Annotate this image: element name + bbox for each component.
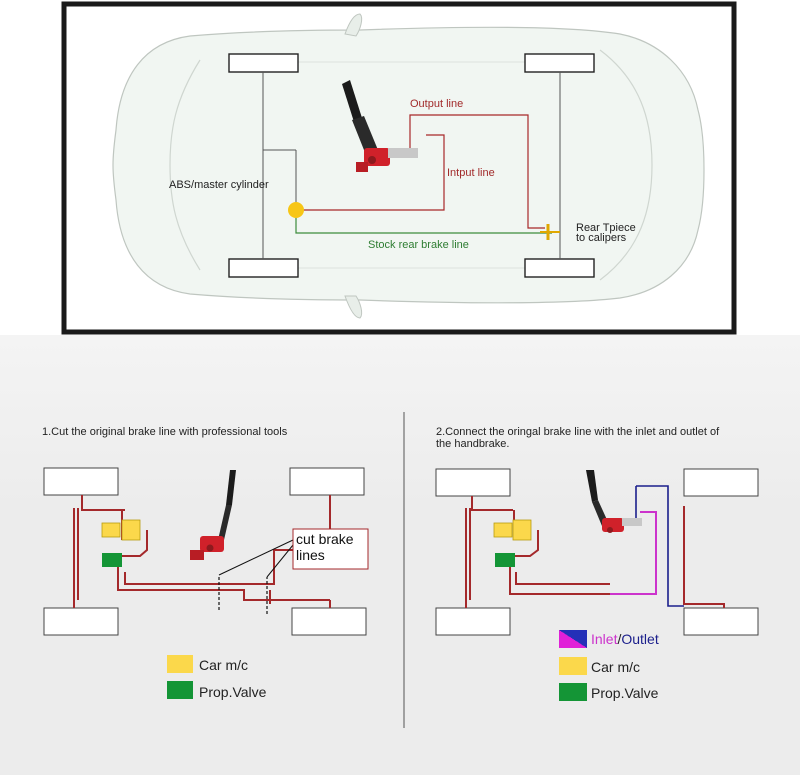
legend2-slash: / [617,631,621,647]
step1-wheel-front-left [43,467,119,496]
legend1-car-mc-label: Car m/c [199,657,248,673]
legend2-inlet-outlet-swatch [559,630,587,648]
car-mirror-top [344,13,363,37]
cut-label-line1: cut brake [296,531,354,547]
step1-prop-valve-box [102,553,122,567]
step1-wheel-front-right [289,467,365,496]
label-output-line: Output line [410,98,463,110]
legend1-prop-valve-label: Prop.Valve [199,684,267,700]
handbrake-top [342,80,418,172]
label-to-calipers: to calipers [576,232,627,244]
step2-car-mc-box-2 [512,519,532,541]
master-cylinder-dot [288,202,304,218]
step2-panel: 2.Connect the oringal brake line with th… [435,426,759,701]
legend2-car-mc-swatch [559,657,587,675]
label-stock-rear-brake-line: Stock rear brake line [368,239,469,251]
label-abs-master-cylinder: ABS/master cylinder [169,179,269,191]
legend2-outlet-text: Outlet [621,631,658,647]
step2-outlet-line [636,485,684,607]
step2-brake-lines [465,496,725,608]
step1-handbrake [190,470,236,560]
wheel-front-right [228,258,299,278]
step1-car-mc-box-2 [121,519,141,541]
legend2-prop-valve-label: Prop.Valve [591,685,659,701]
step2-car-mc-box [493,522,513,538]
cut-pointer-1 [218,539,294,576]
step1-wheel-rear-right [291,607,367,636]
output-line [409,114,545,229]
legend1-car-mc-swatch [167,655,193,673]
step2-wheel-front-left [435,468,511,497]
car-mirror-bottom [344,295,363,319]
top-diagram: ABS/master cylinder Output line Intput l… [61,1,737,335]
step1-panel: 1.Cut the original brake line with profe… [42,426,369,700]
car-body [112,26,705,304]
legend2-prop-valve-swatch [559,683,587,701]
step2-title-line2: the handbrake. [436,438,509,450]
cut-label-line2: lines [296,547,325,563]
cut-pointer-2 [266,544,294,578]
step2-inlet-line [610,511,657,595]
step2-title-line1: 2.Connect the oringal brake line with th… [436,426,720,438]
input-line [296,134,445,211]
car-windshield-rear [169,59,201,271]
wheel-rear-right [524,258,595,278]
cut-label-box [292,528,369,570]
step2-prop-valve-box [495,553,515,567]
wheel-front-left [228,53,299,73]
step1-car-mc-box [101,522,121,538]
legend2-car-mc-label: Car m/c [591,659,640,675]
step1-title: 1.Cut the original brake line with profe… [42,426,288,438]
label-input-line: Intput line [447,167,495,179]
legend2-inlet-text: Inlet [591,631,618,647]
wheel-rear-left [524,53,595,73]
step1-wheel-rear-left [43,607,119,636]
step1-brake-lines [73,495,331,608]
step2-wheel-front-right [683,468,759,497]
step2-wheel-rear-left [435,607,511,636]
legend2-inlet-label: Inlet/Outlet [591,631,659,647]
car-windshield-front [599,49,653,281]
step2-wheel-rear-right [683,607,759,636]
label-rear-tpiece: Rear Tpiece [576,222,636,234]
step2-handbrake [586,470,642,533]
legend1-prop-valve-swatch [167,681,193,699]
